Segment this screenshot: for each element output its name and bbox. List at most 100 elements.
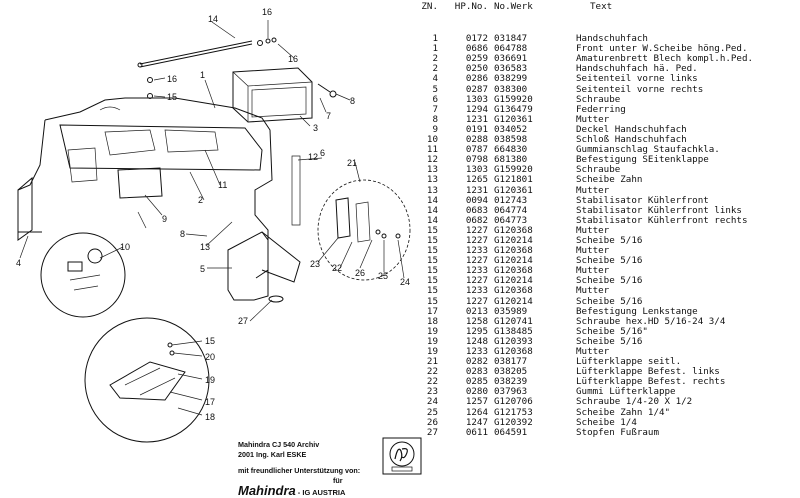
callout-4: 4 [16, 258, 21, 268]
cell-no-werk: G136479 [494, 103, 533, 115]
cell-hp-no: 0285 [465, 376, 488, 388]
cell-no-werk: 038598 [494, 134, 528, 146]
cell-text: Mutter [576, 347, 610, 357]
callout-16a: 16 [262, 7, 272, 17]
cell-zn: 5 [432, 83, 438, 95]
hp-seal-logo [382, 437, 422, 475]
cell-text: Gummi Lüfterklappe [576, 387, 676, 398]
cell-text: Scheibe 5/16 [576, 276, 643, 287]
cell-zn: 15 [426, 245, 438, 257]
cell-text: Mutter [576, 185, 610, 196]
cell-no-werk: G120368 [494, 245, 533, 257]
callout-15b: 15 [205, 336, 215, 346]
cell-no-werk: G120368 [494, 285, 533, 297]
cell-no-werk: 031847 [494, 33, 528, 45]
cell-text: Seitenteil vorne links [576, 74, 698, 85]
cell-zn: 25 [426, 406, 438, 418]
cell-text: Mutter [576, 225, 610, 236]
cell-text: Lüfterklappe Befest. links [576, 367, 720, 378]
cell-text: Mutter [576, 286, 610, 297]
cell-no-werk: 664830 [494, 144, 528, 156]
cell-text: Handschuhfach hä. Ped. [576, 64, 698, 75]
cell-zn: 24 [426, 396, 438, 408]
cell-zn: 1 [432, 33, 438, 45]
cell-no-werk: G120392 [494, 416, 533, 428]
cell-zn: 2 [432, 63, 438, 75]
side-panel-right [227, 155, 301, 301]
cell-hp-no: 1303 [465, 164, 488, 176]
cell-zn: 19 [426, 346, 438, 357]
cell-hp-no: 1248 [465, 335, 488, 347]
cell-hp-no: 0611 [465, 426, 488, 438]
callout-6: 6 [320, 148, 325, 158]
cell-zn: 7 [432, 103, 438, 115]
callout-22: 22 [332, 263, 342, 273]
cell-no-werk: 038205 [494, 366, 528, 378]
cell-zn: 18 [426, 315, 438, 327]
cell-zn: 26 [426, 416, 438, 428]
cell-hp-no: 0213 [465, 305, 488, 317]
dashboard-front [17, 97, 273, 279]
cell-no-werk: G120361 [494, 184, 533, 196]
cell-no-werk: 064591 [494, 426, 528, 438]
cell-no-werk: G120214 [494, 275, 533, 287]
cell-hp-no: 0682 [465, 214, 488, 226]
callout-10: 10 [120, 242, 130, 252]
credit-line-3: mit freundlicher Unterstützung von: [238, 466, 361, 475]
callout-14: 14 [208, 14, 218, 24]
cell-text: Gummianschlag Staufachkla. [576, 145, 720, 156]
cell-zn: 14 [426, 214, 438, 226]
cell-hp-no: 0094 [465, 194, 488, 206]
cell-no-werk: G159920 [494, 164, 533, 176]
cell-no-werk: 038239 [494, 376, 528, 388]
callout-12: 12 [308, 152, 318, 162]
cell-no-werk: 064774 [494, 204, 528, 216]
callout-24: 24 [400, 277, 410, 287]
cell-no-werk: G121753 [494, 406, 533, 418]
cell-no-werk: G120214 [494, 234, 533, 246]
lock-detail [40, 232, 126, 318]
cell-hp-no: 1257 [465, 396, 488, 408]
callout-8b: 8 [180, 229, 185, 239]
cell-no-werk: G120368 [494, 346, 533, 357]
cell-hp-no: 1233 [465, 245, 488, 257]
cell-zn: 23 [426, 386, 438, 398]
header-text: Text [590, 2, 613, 12]
cell-text: Befestigung SEitenklappe [576, 155, 709, 166]
cell-zn: 8 [432, 113, 438, 125]
cell-hp-no: 1258 [465, 315, 488, 327]
cell-hp-no: 0287 [465, 83, 488, 95]
cell-hp-no: 0686 [465, 43, 488, 55]
cell-hp-no: 1233 [465, 346, 488, 357]
cell-zn: 6 [432, 93, 438, 105]
cell-text: Lüfterklappe seitl. [576, 357, 682, 368]
callout-5: 5 [200, 264, 205, 274]
cell-no-werk: G121801 [494, 174, 533, 186]
cell-text: Stabilisator Kühlerfront links [576, 205, 742, 216]
cell-zn: 10 [426, 134, 438, 146]
cell-hp-no: 1247 [465, 416, 488, 428]
cell-text: Handschuhfach [576, 34, 648, 45]
cell-no-werk: G120214 [494, 255, 533, 267]
table-row: 19 1233 G120368 Mutter [420, 346, 800, 357]
cell-hp-no: 1227 [465, 234, 488, 246]
credit-line-2: 2001 Ing. Karl ESKE [238, 450, 307, 459]
cell-text: Seitenteil vorne rechts [576, 84, 704, 95]
cell-text: Schraube hex.HD 5/16-24 3/4 [576, 316, 726, 327]
